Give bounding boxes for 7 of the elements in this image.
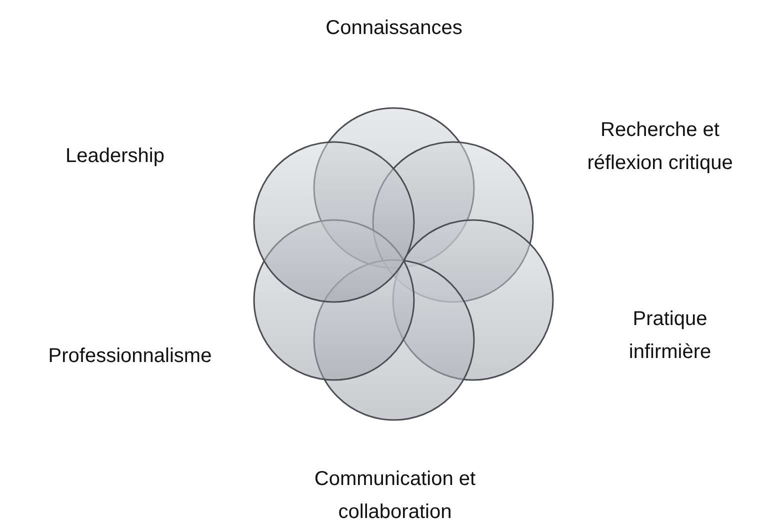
category-label: Communication et collaboration <box>313 467 477 521</box>
overlapping-circle <box>253 141 415 303</box>
category-label: Professionnalisme <box>47 344 213 369</box>
category-label: Leadership <box>64 144 166 169</box>
category-label: Pratique infirmière <box>628 307 712 365</box>
category-label: Recherche et réflexion critique <box>586 118 734 176</box>
category-label: Connaissances <box>324 16 464 41</box>
